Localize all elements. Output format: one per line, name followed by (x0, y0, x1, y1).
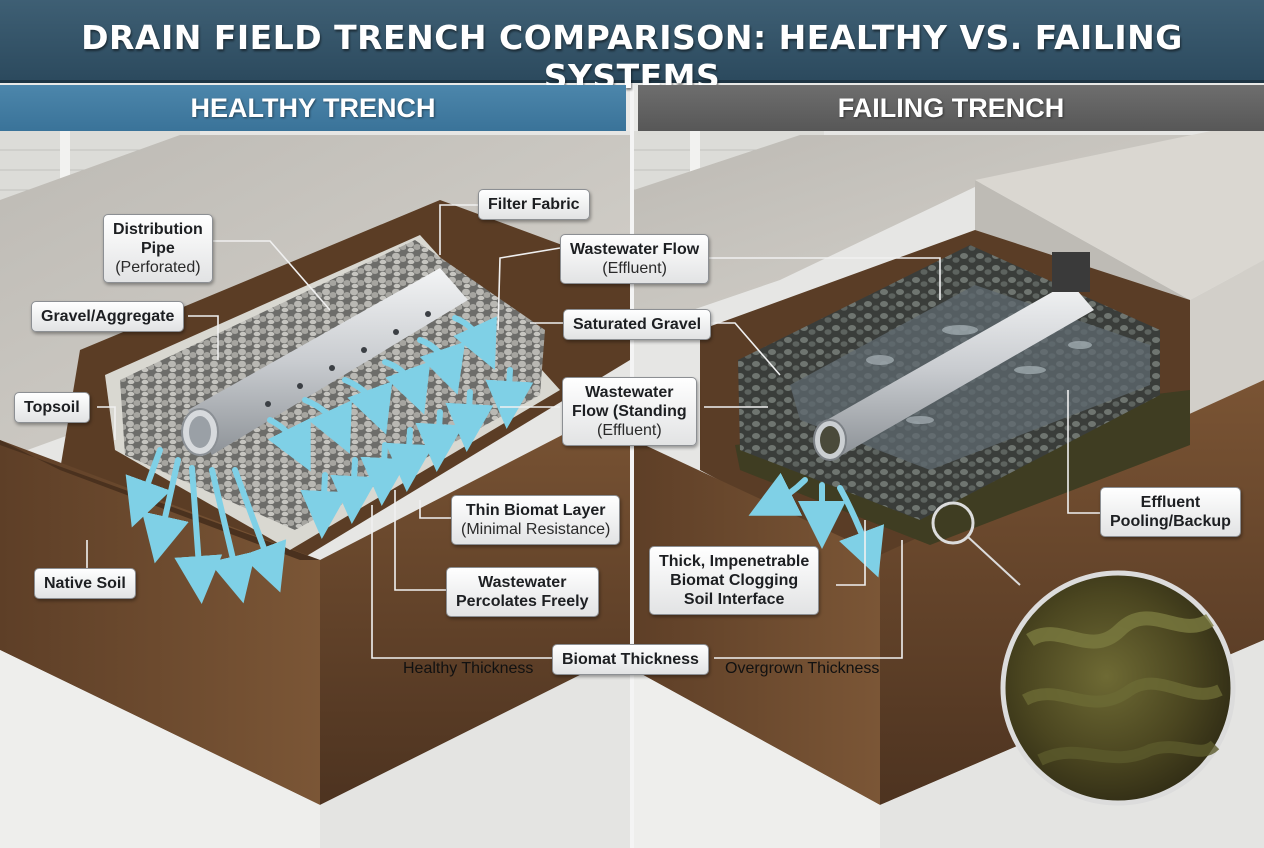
overgrown-thickness-label: Overgrown Thickness (725, 660, 880, 677)
thin-biomat-line1: Thin Biomat Layer (465, 502, 606, 519)
distribution-pipe-line1: Distribution (113, 221, 203, 238)
thick-biomat-line3: Soil Interface (683, 591, 785, 608)
diagram-title: DRAIN FIELD TRENCH COMPARISON: HEALTHY V… (81, 18, 1183, 96)
filter-fabric-label: Filter Fabric (478, 189, 590, 220)
native-soil-label: Native Soil (34, 568, 136, 599)
thick-biomat-label: Thick, Impenetrable Biomat Clogging Soil… (649, 546, 820, 615)
healthy-panel-header: HEALTHY TRENCH (0, 85, 626, 131)
wastewater-flow-line2: (Effluent) (602, 260, 667, 277)
failing-panel-title: FAILING TRENCH (837, 93, 1065, 123)
healthy-thickness-label: Healthy Thickness (403, 660, 534, 677)
topsoil-label: Topsoil (14, 392, 90, 423)
failing-panel-header: FAILING TRENCH (638, 85, 1264, 131)
saturated-gravel-label: Saturated Gravel (563, 309, 712, 340)
gravel-aggregate-text: Gravel/Aggregate (41, 308, 175, 325)
effluent-pooling-line1: Effluent (1140, 494, 1201, 511)
wastewater-standing-line3: (Effluent) (597, 422, 662, 439)
thin-biomat-label: Thin Biomat Layer (Minimal Resistance) (451, 495, 621, 545)
wastewater-flow-line1: Wastewater Flow (570, 241, 700, 258)
wastewater-standing-line2: Flow (Standing (572, 403, 687, 420)
healthy-panel-title: HEALTHY TRENCH (190, 93, 436, 123)
gravel-aggregate-label: Gravel/Aggregate (31, 301, 185, 332)
title-bar (0, 0, 1264, 83)
wastewater-flow-label: Wastewater Flow (Effluent) (560, 234, 710, 284)
native-soil-text: Native Soil (44, 575, 126, 592)
filter-fabric-text: Filter Fabric (488, 196, 580, 213)
wastewater-standing-label: Wastewater Flow (Standing (Effluent) (562, 377, 697, 446)
effluent-pooling-line2: Pooling/Backup (1110, 513, 1231, 530)
distribution-pipe-label: Distribution Pipe (Perforated) (103, 214, 213, 283)
thick-biomat-line1: Thick, Impenetrable (659, 553, 810, 570)
distribution-pipe-line2: Pipe (140, 240, 175, 257)
biomat-thickness-text: Biomat Thickness (562, 651, 699, 668)
percolates-freely-label: Wastewater Percolates Freely (446, 567, 599, 617)
distribution-pipe-line3: (Perforated) (115, 259, 201, 276)
topsoil-text: Topsoil (24, 399, 80, 416)
thin-biomat-line2: (Minimal Resistance) (461, 521, 611, 538)
biomat-thickness-label: Biomat Thickness (552, 644, 709, 675)
percolates-line2: Percolates Freely (456, 593, 589, 610)
saturated-gravel-text: Saturated Gravel (573, 316, 702, 333)
wastewater-standing-line1: Wastewater (585, 384, 674, 401)
thick-biomat-line2: Biomat Clogging (670, 572, 799, 589)
percolates-line1: Wastewater (478, 574, 567, 591)
effluent-pooling-label: Effluent Pooling/Backup (1100, 487, 1241, 537)
